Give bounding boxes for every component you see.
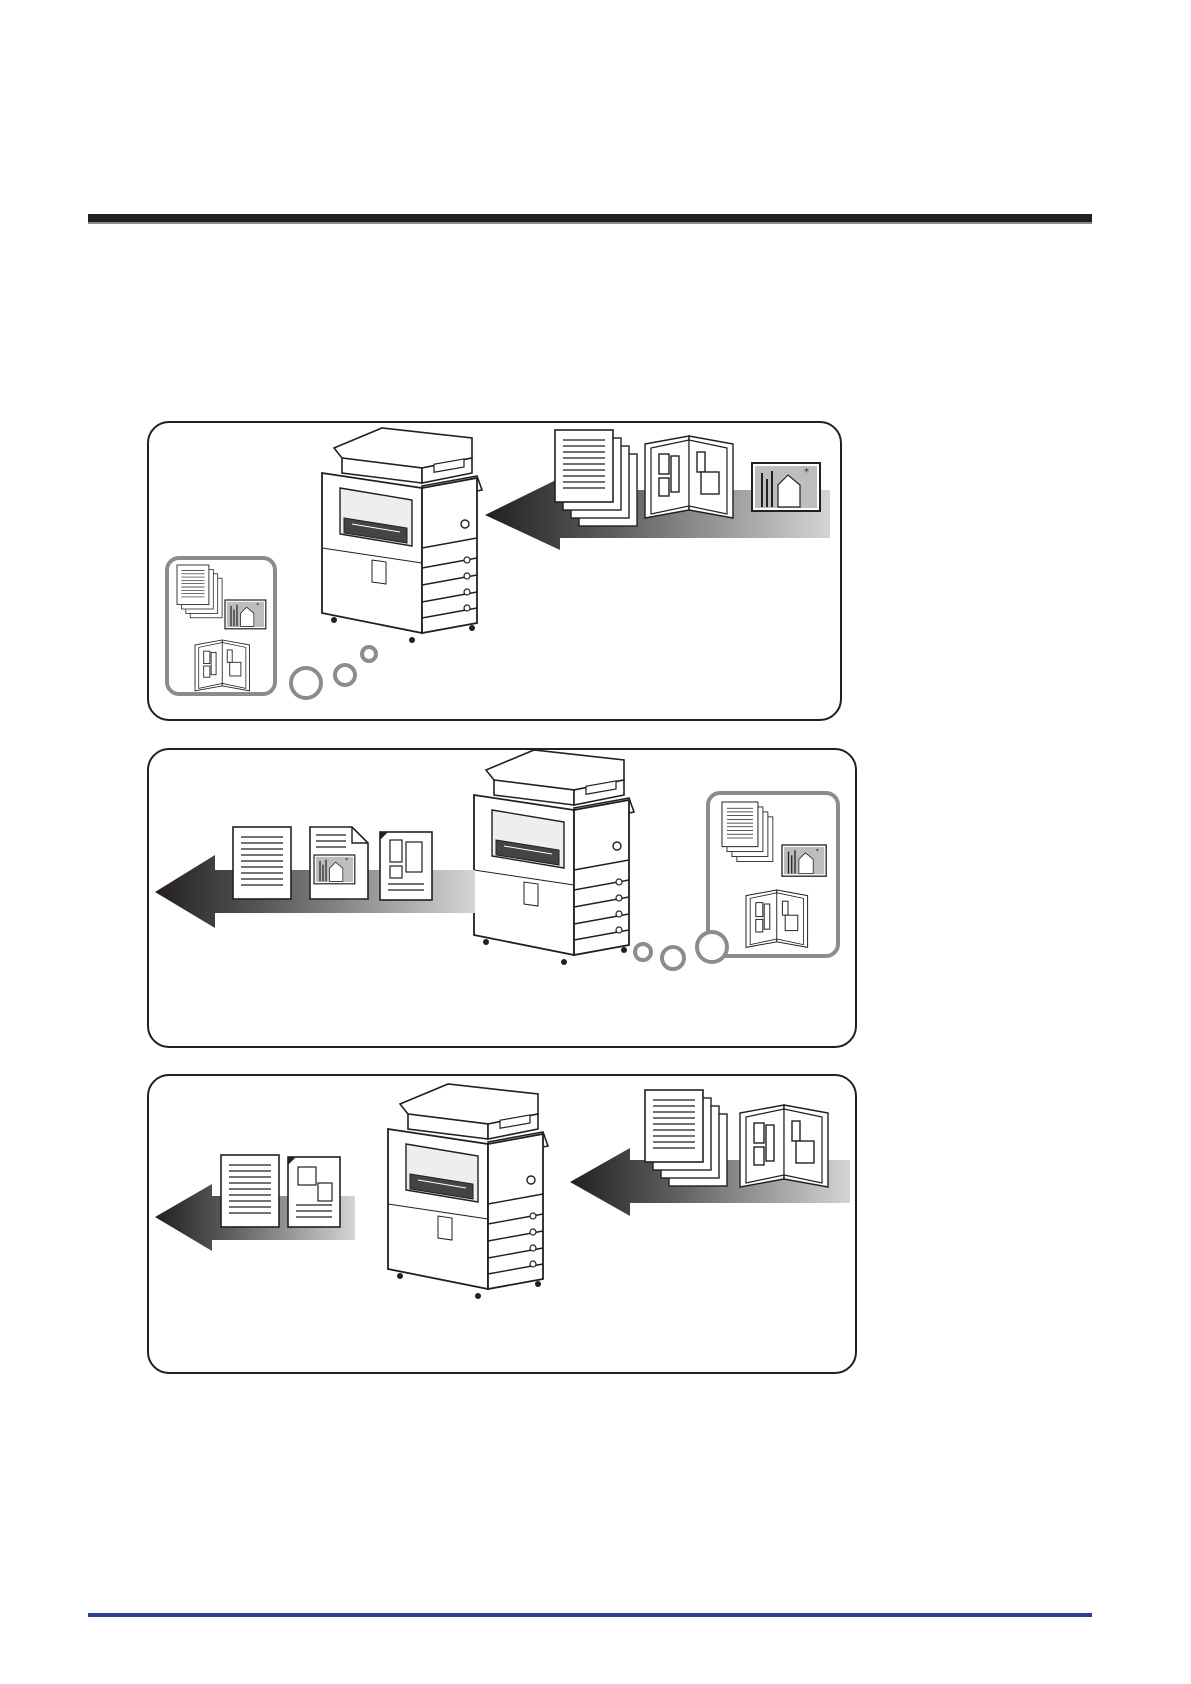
panel-print-out — [147, 748, 857, 1048]
panel-copy — [147, 1074, 857, 1374]
header-divider — [88, 214, 1092, 222]
footer-divider — [88, 1613, 1092, 1617]
panel-scan-in — [147, 421, 842, 721]
